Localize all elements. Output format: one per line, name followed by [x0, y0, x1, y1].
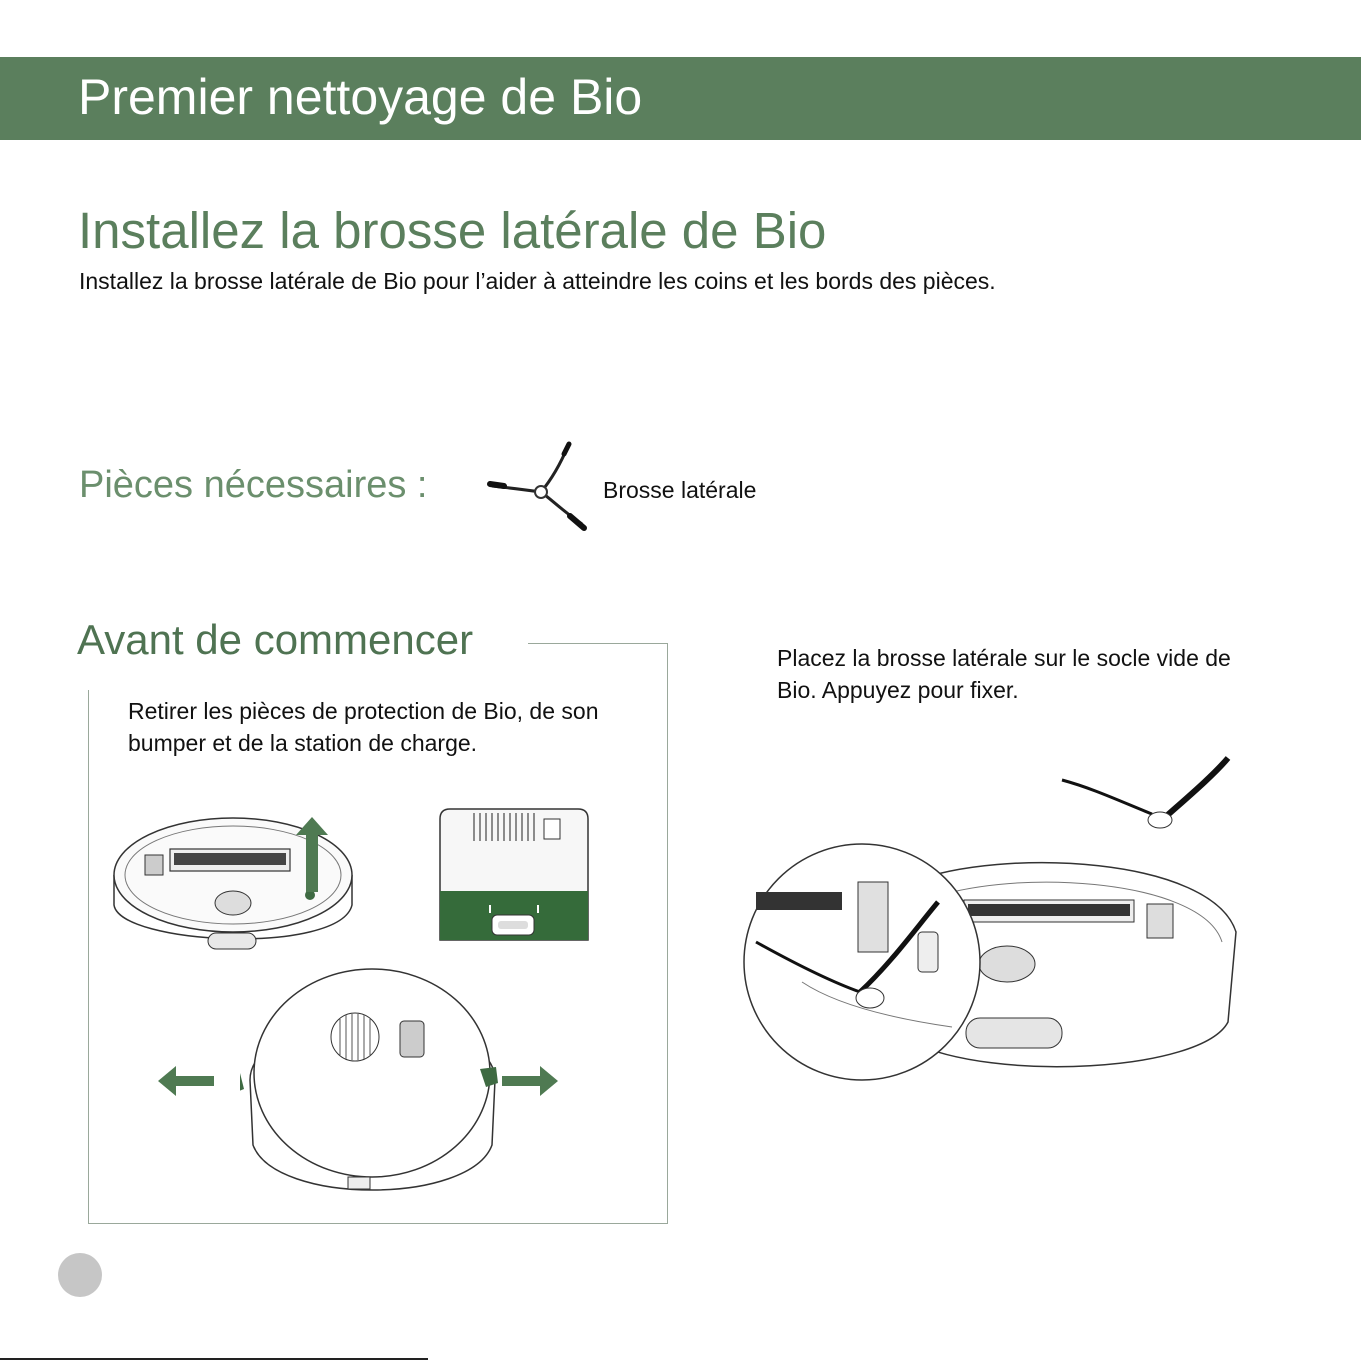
header-banner [0, 57, 1361, 140]
robot-underside-illustration [113, 817, 353, 950]
section-title: Installez la brosse latérale de Bio [78, 202, 827, 259]
place-brush-description: Placez la brosse latérale sur le socle v… [777, 645, 1231, 703]
left-arrow-icon [158, 1066, 214, 1096]
robot-top-illustration [240, 968, 498, 1191]
page-number-dot [58, 1253, 102, 1297]
brush-installation-illustration [743, 756, 1237, 1081]
charging-station-illustration [439, 808, 589, 941]
up-arrow-icon [296, 817, 328, 892]
frame-divider [667, 643, 668, 1223]
frame-divider [88, 690, 89, 1224]
side-brush-icon [487, 441, 587, 531]
side-brush-label: Brosse latérale [603, 477, 757, 503]
section-description: Installez la brosse latérale de Bio pour… [79, 268, 996, 294]
right-arrow-icon [502, 1066, 558, 1096]
parts-needed-label: Pièces nécessaires : [79, 464, 428, 506]
frame-divider [88, 1223, 668, 1224]
before-description: Retirer les pièces de protection de Bio,… [128, 698, 599, 756]
page-title: Premier nettoyage de Bio [78, 69, 643, 125]
before-title: Avant de commencer [77, 616, 474, 663]
footer-divider [0, 1358, 428, 1360]
frame-divider [528, 643, 667, 644]
